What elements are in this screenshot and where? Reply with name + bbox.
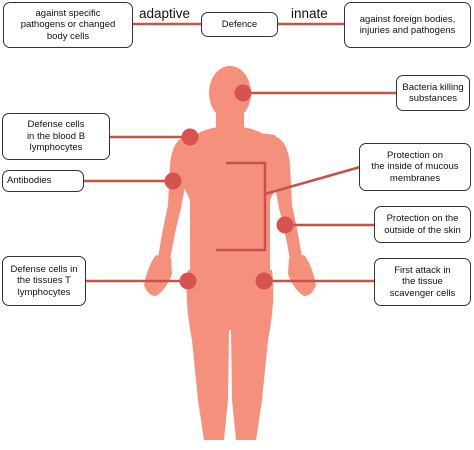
t-lymphocytes-box: Defense cells in the tissues T lymphocyt… (2, 256, 86, 306)
defence-label: Defence (221, 18, 258, 30)
scavenger-cells-box: First attack in the tissue scavenger cel… (374, 258, 471, 306)
human-body-figure (144, 66, 316, 440)
adaptive-description-text: against specific pathogens or changed bo… (20, 7, 116, 42)
adaptive-label: adaptive (139, 6, 191, 21)
bacteria-killing-text: Bacteria killing substances (402, 81, 464, 105)
b-lymphocytes-box: Defense cells in the blood B lymphocytes (2, 113, 110, 160)
dot-arm (164, 172, 182, 190)
t-lymphocytes-text: Defense cells in the tissues T lymphocyt… (10, 263, 78, 298)
mucous-bracket-line (216, 161, 267, 252)
innate-description-text: against foreign bodies, injuries and pat… (359, 13, 456, 37)
mucous-membranes-box: Protection on the inside of mucous membr… (359, 143, 471, 191)
dot-left-hip (179, 272, 197, 290)
adaptive-description-box: against specific pathogens or changed bo… (3, 2, 133, 48)
dot-right-hip (255, 272, 273, 290)
defence-box: Defence (201, 12, 278, 37)
mucous-connector (264, 165, 361, 196)
b-lymphocytes-text: Defense cells in the blood B lymphocytes (26, 119, 86, 154)
antibodies-text: Antibodies (7, 175, 52, 187)
dot-head (234, 84, 252, 102)
skin-protection-text: Protection on the outside of the skin (384, 213, 461, 236)
scavenger-cells-text: First attack in the tissue scavenger cel… (389, 264, 456, 299)
dot-side (276, 216, 294, 234)
antibodies-box: Antibodies (2, 170, 84, 192)
skin-protection-box: Protection on the outside of the skin (374, 206, 471, 243)
bacteria-killing-box: Bacteria killing substances (396, 75, 470, 111)
mucous-membranes-text: Protection on the inside of mucous membr… (371, 149, 459, 184)
dot-shoulder (181, 128, 199, 146)
innate-label: innate (291, 6, 328, 21)
innate-description-box: against foreign bodies, injuries and pat… (344, 2, 471, 48)
